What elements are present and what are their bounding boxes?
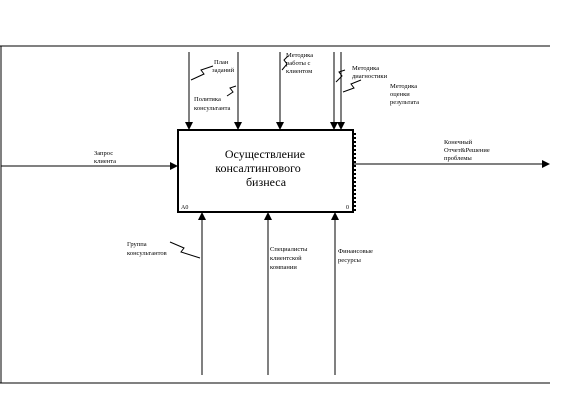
svg-text:результата: результата	[390, 99, 419, 106]
svg-text:заданий: заданий	[212, 67, 235, 74]
svg-text:оценки: оценки	[390, 91, 410, 98]
output-label-report: Конечный Отчет&Решение проблемы	[444, 139, 490, 162]
squiggle-evaluation	[342, 79, 362, 93]
svg-text:План: План	[214, 59, 229, 66]
corner-mark-label: 0	[346, 205, 349, 211]
svg-text:Отчет&Решение: Отчет&Решение	[444, 147, 490, 154]
mechanism-label-client-specialists: Специалисты клиентской компании	[270, 246, 308, 271]
node-id-label: A0	[181, 205, 188, 211]
mechanism-label-finance: Финансовые ресурсы	[338, 248, 373, 264]
svg-text:Политика: Политика	[194, 96, 221, 103]
squiggle-diagnostics	[335, 69, 346, 83]
svg-text:Группа: Группа	[127, 241, 147, 248]
function-box-title-line-3: бизнеса	[246, 175, 287, 189]
squiggle-plan	[190, 65, 214, 81]
svg-text:компании: компании	[270, 264, 297, 271]
svg-text:консультанта: консультанта	[194, 105, 230, 112]
svg-text:Методика: Методика	[352, 65, 379, 72]
svg-text:Методика: Методика	[286, 52, 313, 59]
control-label-policy: Политика консультанта	[194, 96, 230, 112]
svg-text:клиента: клиента	[94, 158, 116, 165]
control-label-evaluation: Методика оценки результата	[390, 83, 419, 106]
function-box-title-line-2: консалтингового	[215, 161, 300, 175]
svg-text:клиентом: клиентом	[286, 68, 312, 75]
svg-text:проблемы: проблемы	[444, 155, 472, 162]
svg-text:ресурсы: ресурсы	[338, 257, 361, 264]
mechanism-label-consultants: Группа консультантов	[127, 241, 167, 257]
squiggle-consultants	[169, 241, 201, 259]
svg-text:консультантов: консультантов	[127, 250, 167, 257]
function-box-title-line-1: Осуществление	[225, 147, 305, 161]
squiggle-client-method	[281, 55, 289, 71]
input-label-request: Запрос клиента	[94, 150, 116, 165]
svg-text:Финансовые: Финансовые	[338, 248, 373, 255]
svg-text:клиентской: клиентской	[270, 255, 302, 262]
svg-text:Методика: Методика	[390, 83, 417, 90]
control-label-diagnostics: Методика диагностики	[352, 65, 388, 80]
svg-text:диагностики: диагностики	[352, 73, 388, 80]
svg-text:Запрос: Запрос	[94, 150, 113, 157]
squiggle-policy	[226, 85, 237, 97]
control-label-plan: План заданий	[212, 59, 235, 74]
control-label-client-method: Методика работы с клиентом	[286, 52, 313, 75]
function-box[interactable]: Осуществление консалтингового бизнеса A0…	[177, 129, 356, 213]
svg-text:Специалисты: Специалисты	[270, 246, 308, 253]
svg-text:работы с: работы с	[286, 60, 310, 67]
svg-text:Конечный: Конечный	[444, 139, 473, 146]
